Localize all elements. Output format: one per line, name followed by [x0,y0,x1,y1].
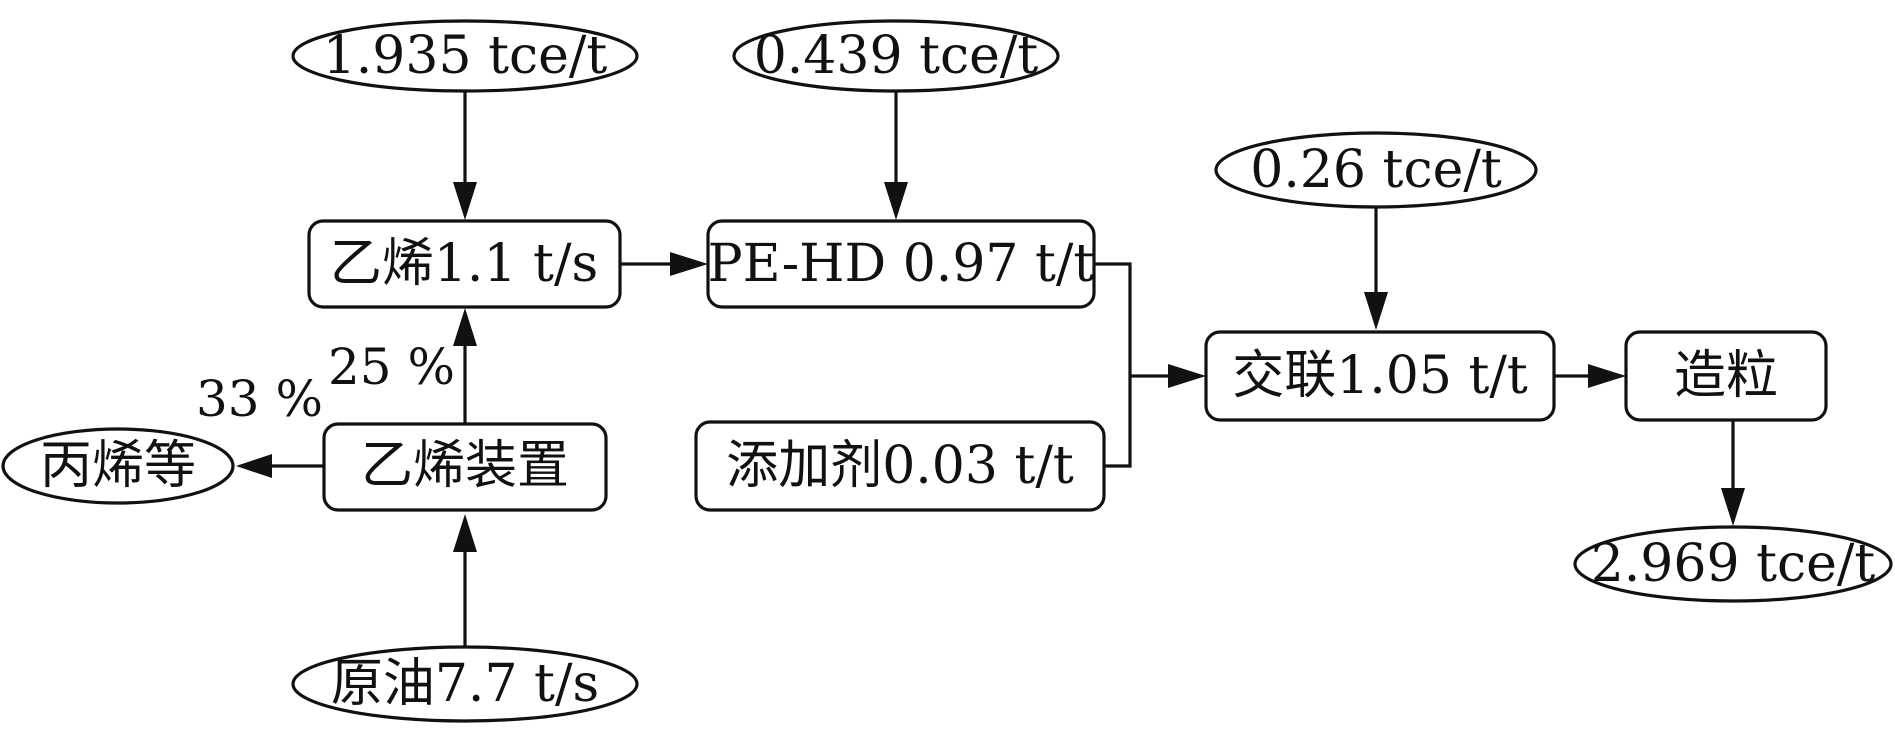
arrowhead-pelletizing-left [1588,364,1626,388]
cracker-label: 乙烯装置 [361,436,569,496]
node-energy-ethylene: 1.935 tce/t [291,19,639,93]
node-additive: 添加剂0.03 t/t [694,420,1106,512]
node-energy-pehd: 0.439 tce/t [732,19,1060,93]
arrowhead-cracker-bottom [453,514,477,552]
arrowhead-pehd-left [670,252,708,276]
arrowhead-crosslink-left [1168,364,1206,388]
node-energy-total: 2.969 tce/t [1573,525,1893,603]
node-cracker: 乙烯装置 [322,422,608,512]
arrowhead-crosslink-top [1364,292,1388,330]
arrowhead-total-top [1721,488,1745,526]
ethylene-share-label: 25 % [328,338,455,396]
arrowhead-ethylene-top [453,182,477,220]
crosslink-label: 交联1.05 t/t [1232,346,1528,406]
node-energy-crosslink: 0.26 tce/t [1214,131,1538,209]
edge-pehd-to-junction [1094,262,1132,376]
node-crude-oil: 原油7.7 t/s [291,645,639,723]
energy-total-label: 2.969 tce/t [1591,534,1876,594]
edge-additive-to-junction [1104,376,1132,468]
pehd-label: PE-HD 0.97 t/t [708,234,1095,294]
node-pehd: PE-HD 0.97 t/t [706,219,1096,309]
propylene-label: 丙烯等 [40,436,196,496]
arrowhead-pehd-top [884,182,908,220]
energy-ethylene-label: 1.935 tce/t [323,26,608,86]
node-ethylene: 乙烯1.1 t/s [307,219,622,309]
node-propylene: 丙烯等 [1,427,235,505]
node-pelletizing: 造粒 [1624,330,1828,422]
crude-oil-label: 原油7.7 t/s [331,654,599,714]
arrowhead-propylene [236,454,272,478]
pelletizing-label: 造粒 [1674,346,1778,406]
arrowhead-ethylene-bottom [453,308,477,346]
connectors [236,90,1745,648]
propylene-share-label: 33 % [196,370,323,428]
ethylene-label: 乙烯1.1 t/s [330,234,598,294]
additive-label: 添加剂0.03 t/t [726,436,1074,496]
node-crosslink: 交联1.05 t/t [1204,330,1556,422]
energy-crosslink-label: 0.26 tce/t [1250,140,1502,200]
energy-pehd-label: 0.439 tce/t [754,26,1039,86]
